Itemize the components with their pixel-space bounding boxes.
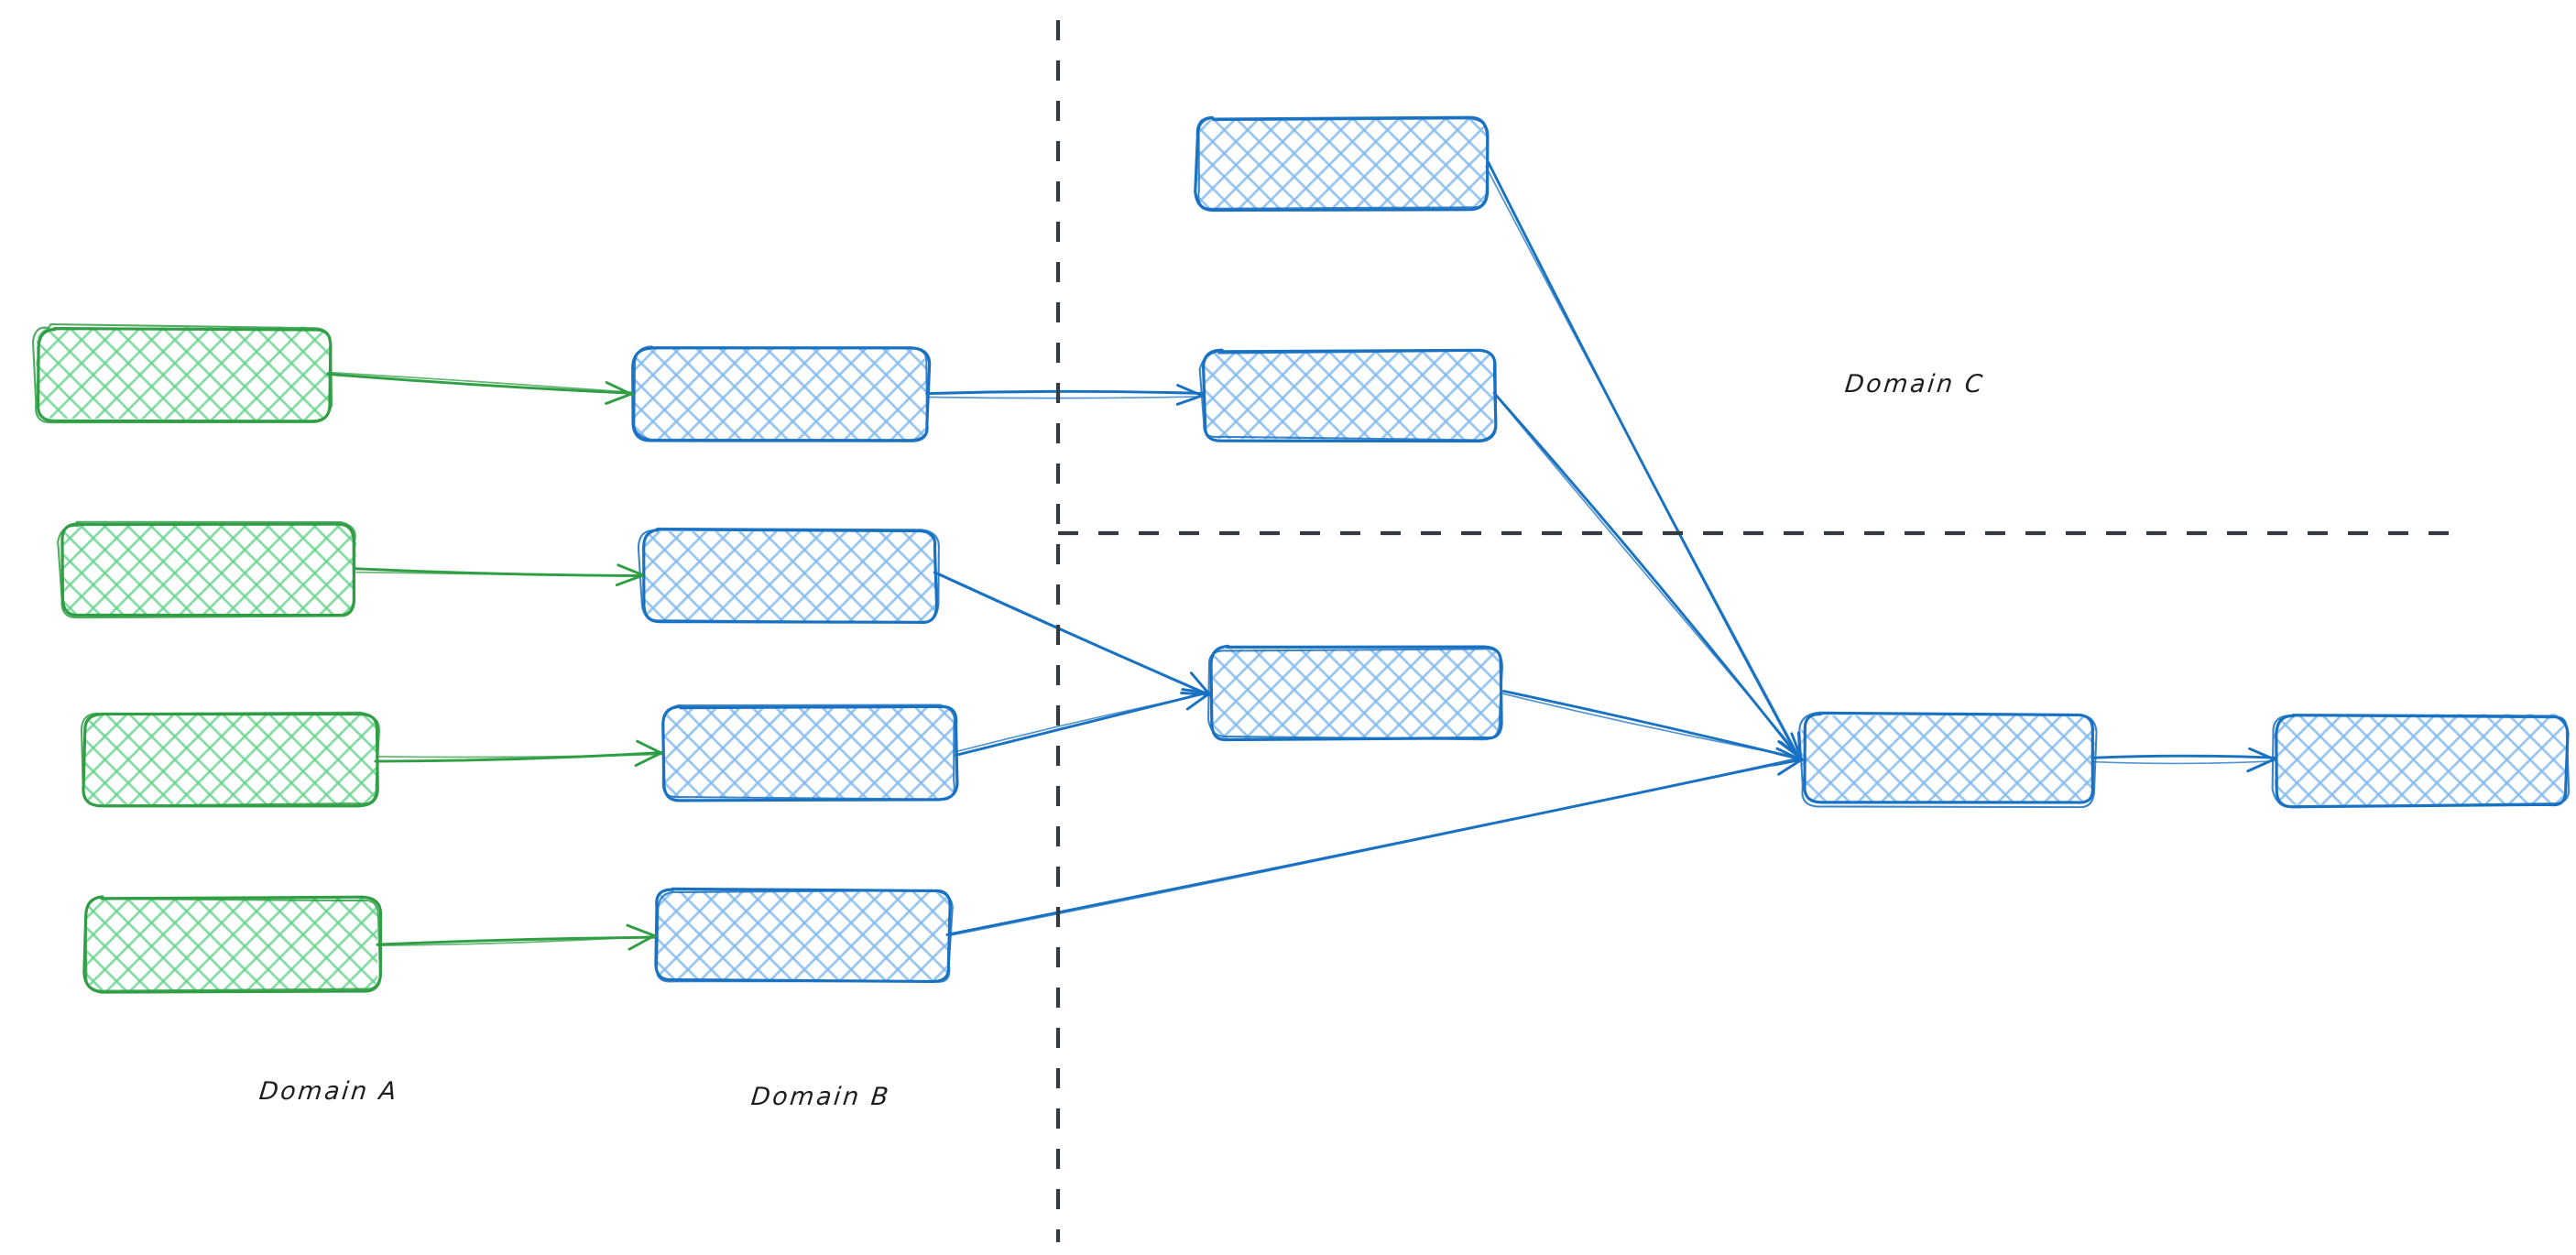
domain-label-b: Domain B: [749, 1083, 892, 1111]
edge-e-a3-b3: [374, 739, 664, 768]
node-c3[interactable]: [1207, 644, 1503, 742]
node-a4[interactable]: [82, 895, 383, 994]
edge-e-c1-d1: [1485, 160, 1804, 762]
node-a2[interactable]: [57, 520, 357, 619]
edge-e-b3-c3: [955, 688, 1212, 757]
node-b1[interactable]: [631, 345, 932, 442]
node-b4[interactable]: [654, 887, 954, 984]
node-d2[interactable]: [2271, 714, 2571, 809]
edge-e-b2-c3: [933, 571, 1211, 697]
edge-e-d1-d2: [2090, 747, 2276, 773]
domain-label-c: Domain C: [1843, 370, 1986, 398]
edge-e-c3-d1: [1501, 690, 1804, 767]
node-a3[interactable]: [80, 711, 380, 808]
edge-e-a1-b1: [326, 371, 635, 405]
edge-e-b4-d1: [945, 751, 1804, 937]
edge-e-b1-c2: [925, 384, 1205, 406]
node-c2[interactable]: [1198, 348, 1498, 443]
node-a1[interactable]: [31, 322, 333, 424]
edge-e-a4-b4: [376, 923, 657, 951]
node-b3[interactable]: [661, 704, 959, 802]
edge-e-a2-b2: [352, 563, 644, 587]
node-b2[interactable]: [637, 527, 940, 625]
node-c1[interactable]: [1194, 115, 1490, 213]
node-d1[interactable]: [1798, 711, 2098, 809]
domain-label-a: Domain A: [257, 1077, 400, 1106]
edge-e-c2-d1: [1492, 391, 1804, 762]
